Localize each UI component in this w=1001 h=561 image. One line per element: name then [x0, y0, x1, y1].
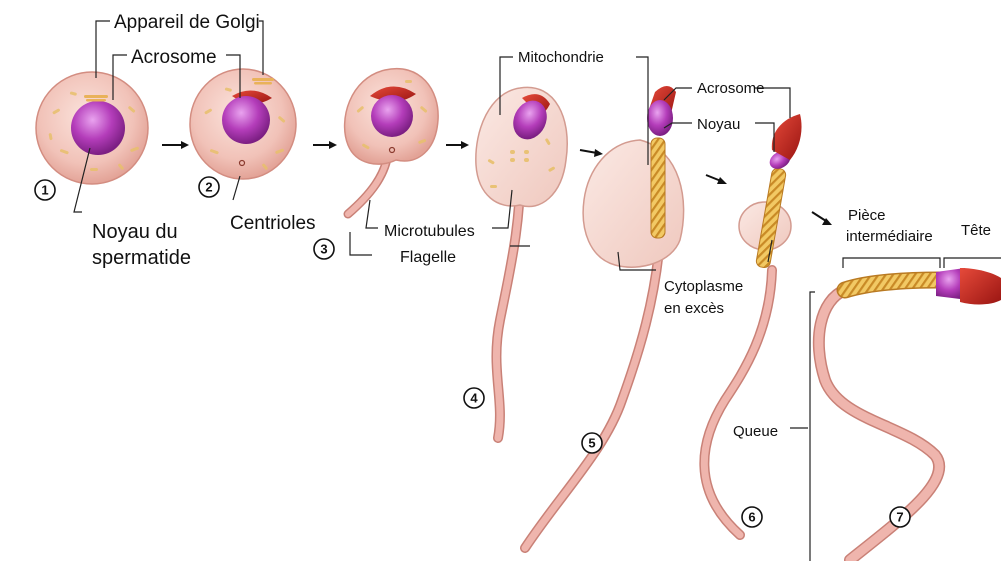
- label-spermatid-nucleus-line1: Noyau du: [92, 221, 178, 243]
- label-spermatid-nucleus-line2: spermatide: [92, 247, 191, 269]
- label-centrioles: Centrioles: [230, 213, 316, 234]
- stage-3-cell: [345, 69, 439, 214]
- stage-number-4: 4: [464, 388, 484, 408]
- svg-text:3: 3: [320, 242, 327, 257]
- svg-text:5: 5: [588, 436, 595, 451]
- flagellum-stage-5: [525, 240, 660, 548]
- sperm-head-acrosome: [960, 268, 1001, 304]
- stage-number-1: 1: [35, 180, 55, 200]
- label-acrosome-1: Acrosome: [131, 47, 217, 68]
- svg-text:2: 2: [205, 180, 212, 195]
- excess-cytoplasm-5: [583, 140, 683, 267]
- label-golgi-apparatus: Appareil de Golgi: [114, 12, 260, 33]
- label-midpiece-line2: intermédiaire: [846, 228, 933, 245]
- label-flagellum: Flagelle: [400, 249, 456, 266]
- arrow-2-3: [313, 141, 337, 149]
- svg-text:6: 6: [748, 510, 755, 525]
- stage-6-cell: [704, 114, 801, 535]
- label-excess-cytoplasm-line1: Cytoplasme: [664, 278, 743, 295]
- stage-2-cell: [190, 69, 296, 179]
- arrow-3-4: [446, 141, 469, 149]
- label-tail: Queue: [733, 423, 778, 440]
- svg-text:4: 4: [470, 391, 478, 406]
- stage-number-3: 3: [314, 239, 334, 259]
- arrow-1-2: [162, 141, 189, 149]
- stage-number-5: 5: [582, 433, 602, 453]
- label-excess-cytoplasm-line2: en excès: [664, 300, 724, 317]
- label-acrosome-2: Acrosome: [697, 80, 765, 97]
- label-midpiece-line1: Pièce: [848, 207, 886, 224]
- mitochondrial-sheath-5: [651, 138, 665, 238]
- svg-text:7: 7: [896, 510, 903, 525]
- arrow-5-6: [706, 175, 727, 184]
- svg-text:1: 1: [41, 183, 48, 198]
- stage-number-2: 2: [199, 177, 219, 197]
- stage-1-cell: [36, 72, 148, 184]
- label-microtubules: Microtubules: [384, 223, 475, 240]
- stage-number-7: 7: [890, 507, 910, 527]
- label-nucleus-2: Noyau: [697, 116, 740, 133]
- label-head: Tête: [961, 222, 991, 239]
- stage-number-6: 6: [742, 507, 762, 527]
- stage-4-cell: [476, 87, 567, 438]
- arrow-6-7: [812, 212, 832, 225]
- arrow-4-5: [580, 149, 603, 157]
- label-mitochondria: Mitochondrie: [518, 49, 604, 66]
